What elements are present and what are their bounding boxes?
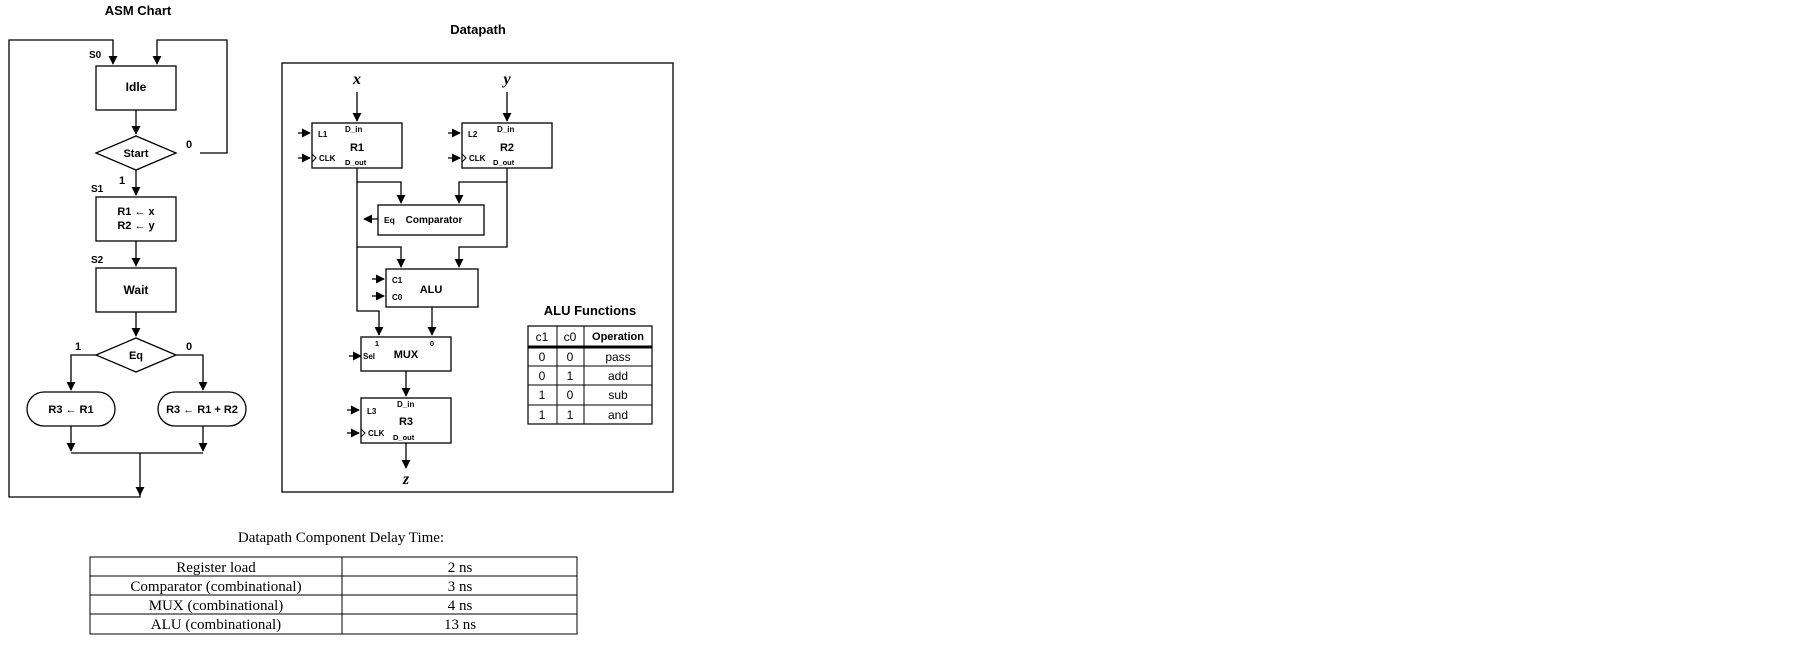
idle-state-box	[95, 65, 177, 111]
output-r3-sum-box	[157, 391, 247, 427]
start-decision-label: Start	[123, 148, 148, 160]
delay-component: ALU (combinational)	[151, 617, 281, 633]
alu-header-c1: c1	[536, 330, 549, 344]
wait-state-label: Wait	[124, 283, 149, 297]
state-s1-label: S1	[91, 184, 104, 195]
alu-cell: 1	[567, 408, 574, 422]
mux-input0-label: 0	[430, 339, 434, 348]
alu-cell: 0	[567, 388, 574, 402]
r3-dout-label: D_out	[393, 433, 415, 442]
s1-action-line2: R2 ← y	[117, 220, 155, 232]
asm-start-false-loop	[152, 39, 228, 154]
r1-clk-label: CLK	[319, 154, 336, 163]
alu-cell: add	[608, 369, 628, 383]
alu-cell: 0	[567, 350, 574, 364]
wire-r1-to-comparator	[356, 168, 406, 204]
asm-chart: ASM Chart S0 Idle Start 0 1 S1 R1 ← x R2…	[8, 3, 247, 498]
delay-component: MUX (combinational)	[149, 598, 284, 614]
start-false-label: 0	[186, 139, 192, 151]
datapath-frame	[281, 62, 674, 493]
alu-c0-label: C0	[392, 293, 403, 302]
delay-time: 2 ns	[448, 560, 473, 576]
alu-cell: 1	[539, 388, 546, 402]
r1-dout-label: D_out	[345, 158, 367, 167]
register-r1	[311, 122, 403, 169]
r3-din-label: D_in	[397, 400, 414, 409]
alu-functions-title: ALU Functions	[544, 303, 636, 318]
alu-cell: 0	[539, 369, 546, 383]
r2-clock-triangle	[461, 153, 467, 163]
alu-block	[385, 268, 479, 308]
delay-component: Comparator (combinational)	[130, 579, 301, 595]
delay-time: 3 ns	[448, 579, 473, 595]
state-s2-label: S2	[91, 255, 104, 266]
delay-component: Register load	[176, 560, 256, 576]
r1-din-label: D_in	[345, 125, 362, 134]
alu-cell: 1	[567, 369, 574, 383]
output-z-label: z	[402, 471, 410, 488]
asm-title: ASM Chart	[105, 3, 172, 18]
delay-time: 4 ns	[448, 598, 473, 614]
r2-dout-label: D_out	[493, 158, 515, 167]
delay-table: Datapath Component Delay Time: Register …	[89, 530, 578, 635]
state-s0-label: S0	[89, 50, 102, 61]
alu-header-operation: Operation	[592, 331, 644, 343]
r2-din-label: D_in	[497, 125, 514, 134]
s1-state-box	[95, 196, 177, 242]
alu-cell: 0	[539, 350, 546, 364]
alu-functions-table	[527, 325, 653, 425]
wire-r1-to-mux	[356, 247, 384, 336]
s1-action-line1: R1 ← x	[117, 206, 155, 218]
mux-block	[360, 336, 452, 372]
asm-return-loop	[8, 39, 141, 498]
r2-name: R2	[500, 142, 514, 154]
input-y-label: y	[501, 71, 511, 88]
start-true-label: 1	[119, 175, 125, 187]
mux-sel-label: Sel	[363, 352, 375, 361]
alu-header-c0: c0	[564, 330, 577, 344]
r1-load-label: L1	[318, 130, 328, 139]
wire-r1-to-alu	[356, 182, 406, 268]
r1-name: R1	[350, 142, 364, 154]
datapath: Datapath x y L1 D_in R1 CLK D_out L2 D_i…	[281, 22, 674, 493]
input-x-label: x	[352, 71, 361, 88]
r3-name: R3	[399, 416, 413, 428]
eq-decision-diamond	[94, 337, 178, 373]
r3-clk-label: CLK	[368, 429, 385, 438]
eq-false-label: 0	[186, 341, 192, 353]
delay-table-title: Datapath Component Delay Time:	[238, 530, 444, 546]
datapath-title: Datapath	[450, 22, 506, 37]
output-r3-r1-label: R3 ← R1	[48, 404, 93, 416]
alu-cell: pass	[605, 350, 630, 364]
mux-input1-label: 1	[375, 339, 379, 348]
arrow-eq-false	[176, 354, 208, 391]
comparator-name: Comparator	[406, 215, 463, 226]
alu-c1-label: C1	[392, 276, 403, 285]
arrow-eq-true	[66, 354, 96, 391]
comparator-eq-label: Eq	[384, 215, 395, 225]
alu-cell: and	[608, 408, 628, 422]
mux-name: MUX	[394, 349, 419, 361]
output-r3-sum-label: R3 ← R1 + R2	[166, 404, 238, 416]
r2-load-label: L2	[468, 130, 478, 139]
eq-decision-label: Eq	[129, 350, 143, 362]
register-r3	[360, 397, 452, 444]
idle-state-label: Idle	[126, 80, 147, 94]
wire-r2-to-comparator	[454, 168, 508, 204]
eq-true-label: 1	[75, 341, 81, 353]
alu-cell: sub	[608, 388, 628, 402]
delay-time: 13 ns	[444, 617, 476, 633]
alu-functions: ALU Functions c1 c0 Operation 0 0 pass 0…	[527, 303, 653, 425]
wire-r2-to-alu	[454, 182, 508, 268]
register-r2	[461, 122, 553, 169]
wait-state-box	[95, 267, 177, 313]
alu-cell: 1	[539, 408, 546, 422]
r3-load-label: L3	[367, 407, 377, 416]
alu-name: ALU	[420, 284, 443, 296]
r1-clock-triangle	[311, 153, 317, 163]
r3-clock-triangle	[360, 428, 366, 438]
r2-clk-label: CLK	[469, 154, 486, 163]
comparator-block	[377, 204, 485, 236]
